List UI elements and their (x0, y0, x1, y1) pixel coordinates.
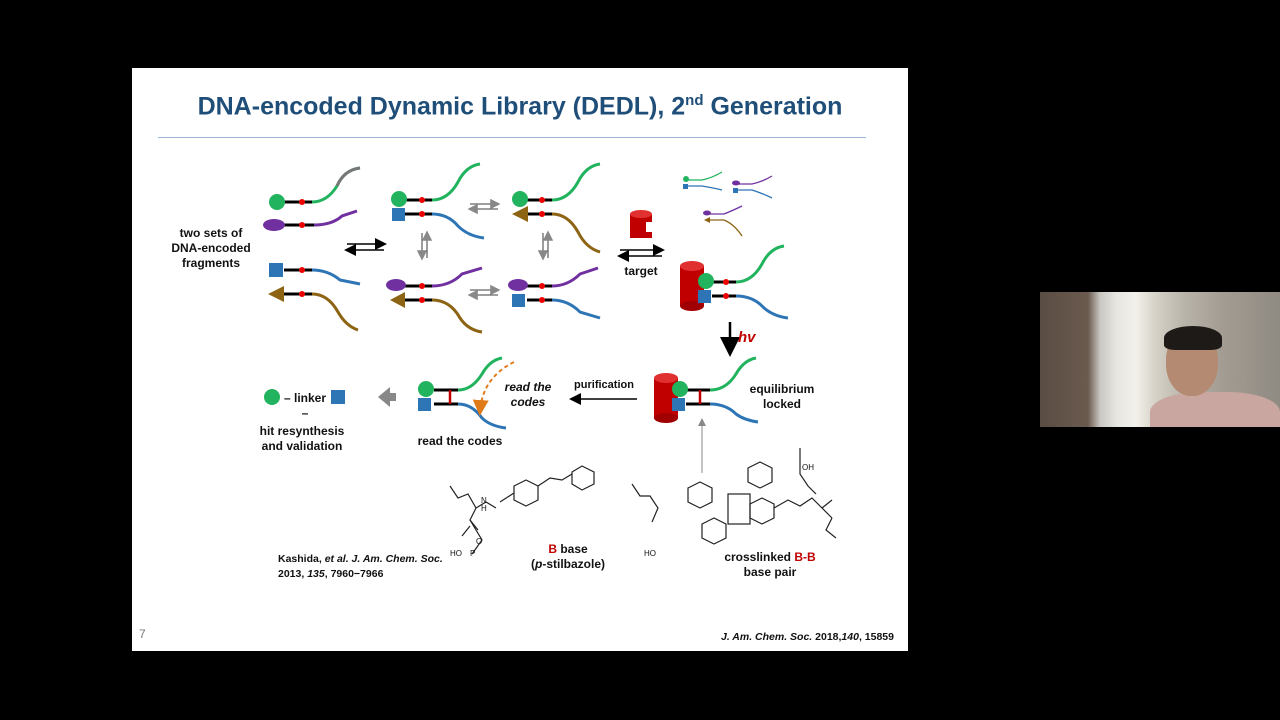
fragment-brown (268, 286, 359, 332)
slide-title: DNA-encoded Dynamic Library (DEDL), 2nd … (197, 92, 843, 121)
duplex-green-brown (512, 162, 601, 254)
duplex-purple-brown (386, 266, 483, 334)
chem-h-label: H (481, 504, 487, 513)
read-codes-label: read the codes (417, 434, 503, 448)
kashida-reference: Kashida, et al. J. Am. Chem. Soc. 2013, … (278, 553, 443, 580)
target-cylinder-icon (630, 210, 654, 238)
duplex-green-blue (391, 162, 485, 240)
b-base-label: B base (p-stilbazole) (530, 542, 605, 571)
library-mixture (683, 171, 773, 237)
target-label: target (624, 264, 658, 278)
page-number: 7 (139, 627, 146, 641)
locked-complex (654, 356, 759, 424)
hv-label: hv (738, 329, 756, 346)
gray-arrow-icon (378, 387, 396, 407)
webcam-video (1040, 292, 1280, 427)
fragment-purple (263, 209, 358, 231)
target-bound-complex (680, 244, 789, 320)
crosslinked-label: crosslinked B-B base pair (724, 550, 816, 579)
duplex-purple-blue (508, 266, 601, 320)
fragment-blue (269, 263, 361, 286)
presentation-slide: DNA-encoded Dynamic Library (DEDL), 2nd … (132, 68, 908, 651)
title-divider (158, 137, 866, 138)
presenter-hair (1164, 326, 1222, 350)
chem-o-label: O (476, 537, 483, 546)
chem-ho-right-label: HO (644, 549, 656, 558)
chem-n-label: N (481, 496, 487, 505)
target-binding-arrow (617, 244, 665, 262)
exchange-arrows (416, 198, 554, 301)
read-codes-duplex (418, 356, 515, 430)
crosslinked-structure (631, 448, 837, 545)
stilbazole-structure (449, 465, 595, 555)
fragment-green (269, 166, 361, 210)
linker-label: – linker – (283, 391, 327, 420)
presenter-shirt (1150, 392, 1280, 427)
chem-oh-label: OH (802, 463, 814, 472)
hit-blue-square (331, 390, 345, 404)
hit-green-circle (264, 389, 280, 405)
brown-triangle-icon (268, 286, 284, 302)
purple-ellipse-icon (263, 219, 285, 231)
chem-ho-label: HO (450, 549, 462, 558)
chem-p-label: P (470, 549, 476, 558)
blue-square-icon (269, 263, 283, 277)
equilibrium-arrow (344, 238, 387, 256)
citation: J. Am. Chem. Soc. 2018,140, 15859 (721, 631, 894, 643)
green-circle-icon (269, 194, 285, 210)
purification-label: purification (574, 379, 634, 391)
dedl-diagram (263, 162, 837, 555)
